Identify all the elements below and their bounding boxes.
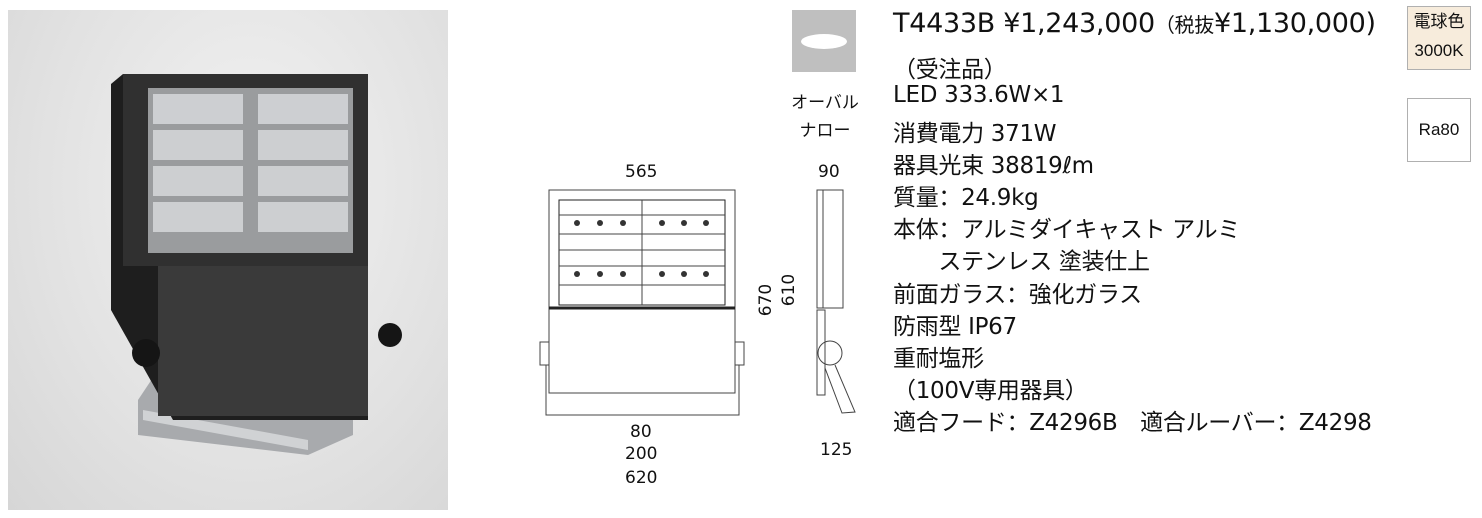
spec-line: 質量：24.9kg xyxy=(893,185,1039,211)
color-name: 電球色 xyxy=(1413,12,1465,31)
floodlight-image xyxy=(111,74,402,455)
dim-depth: 90 xyxy=(818,162,840,182)
dim-80: 80 xyxy=(630,422,652,442)
spec-line: 本体：アルミダイキャスト アルミ xyxy=(893,217,1241,243)
color-temp: 3000K xyxy=(1414,41,1464,60)
price: ¥1,243,000 xyxy=(1003,8,1155,39)
dim-height-total: 670 xyxy=(756,283,777,317)
order-note: （受注品） xyxy=(893,57,1007,83)
dim-height-body: 610 xyxy=(779,273,800,307)
dim-width: 565 xyxy=(625,162,658,182)
model-number: T4433B xyxy=(893,8,995,39)
spec-line: 前面ガラス：強化ガラス xyxy=(893,282,1142,308)
tax-excl-label: （税抜 xyxy=(1154,13,1214,37)
beam-label-2: ナロー xyxy=(799,121,851,141)
spec-line: 適合フード：Z4296B 適合ルーバー：Z4298 xyxy=(893,410,1372,436)
product-title: T4433B ¥1,243,000（税抜¥1,130,000) xyxy=(893,8,1376,39)
spec-line: 防雨型 IP67 xyxy=(893,314,1017,340)
color-temp-badge: 電球色 3000K xyxy=(1407,6,1471,70)
dim-125: 125 xyxy=(820,440,853,460)
spec-line: ステンレス 塗装仕上 xyxy=(893,249,1150,275)
dimension-drawing: 565 90 670 610 80 200 620 125 xyxy=(530,150,880,490)
spec-line: LED 333.6W×1 xyxy=(893,82,1065,108)
cri-badge: Ra80 xyxy=(1407,98,1471,162)
beam-label-1: オーバル xyxy=(791,93,859,113)
spec-line: 器具光束 38819ℓm xyxy=(893,153,1094,179)
tax-excl-price: ¥1,130,000) xyxy=(1213,8,1376,39)
spec-line: 重耐塩形 xyxy=(893,346,984,372)
dim-620: 620 xyxy=(625,468,658,488)
spec-line: （100V専用器具） xyxy=(893,378,1088,404)
outline-drawing xyxy=(539,189,856,416)
spec-line: 消費電力 371W xyxy=(893,121,1057,147)
dim-200: 200 xyxy=(625,444,658,464)
product-photo xyxy=(8,10,448,510)
beam-pattern-icon xyxy=(792,10,856,72)
